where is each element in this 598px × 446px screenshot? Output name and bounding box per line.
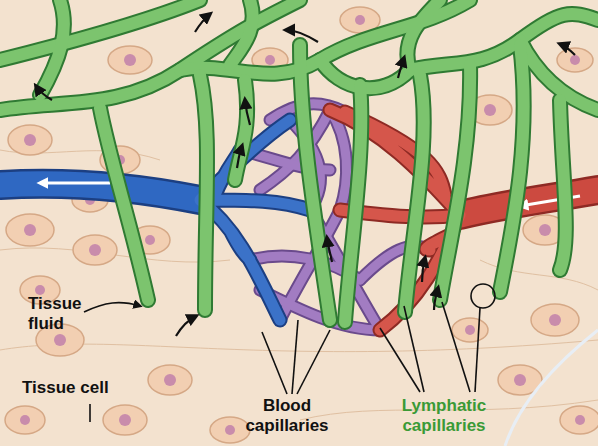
label-text: Lymphatic capillaries <box>374 396 514 436</box>
label-text: Tissue cell <box>22 378 142 398</box>
label-text: Tissue fluid <box>28 294 90 334</box>
label-text: Blood capillaries <box>232 396 342 436</box>
